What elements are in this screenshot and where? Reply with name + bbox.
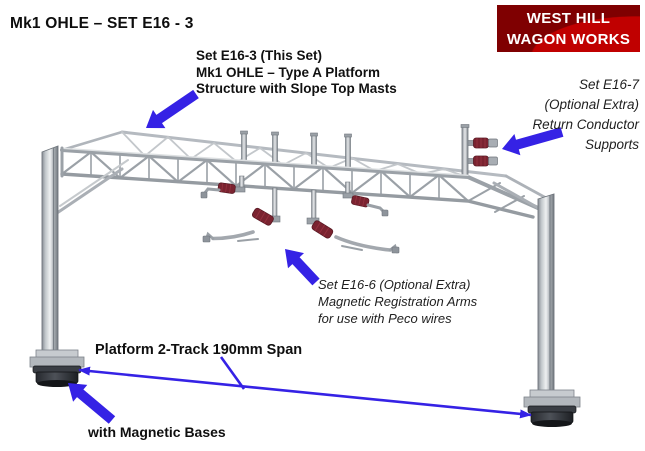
left-base	[29, 349, 85, 387]
brand-logo: WEST HILL WAGON WORKS	[497, 5, 640, 52]
callout-e16-6-line-3: for use with Peco wires	[318, 311, 452, 326]
annotation-arrows	[68, 89, 564, 424]
callout-e16-6-line-2: Magnetic Registration Arms	[318, 294, 478, 309]
right-magnetic-base	[527, 405, 577, 427]
registration-arm-lower-left	[202, 187, 281, 243]
callout-this-set-line-3: Structure with Slope Top Masts	[196, 81, 397, 96]
arrow-registration-arms	[285, 249, 320, 286]
page-title: Mk1 OHLE – SET E16 - 3	[10, 15, 194, 32]
callout-this-set-line-2: Mk1 OHLE – Type A Platform	[196, 64, 381, 80]
left-mast	[29, 145, 129, 387]
registration-arm-lower-right	[306, 189, 400, 254]
arrow-return-conductor	[502, 127, 564, 156]
arrow-magnetic-bases	[68, 383, 116, 424]
right-mast	[492, 181, 581, 427]
right-base	[523, 389, 581, 427]
gantry-structure	[29, 124, 581, 427]
return-conductor-insulator-upper	[467, 137, 498, 149]
return-conductor-supports	[460, 124, 498, 179]
front-truss	[60, 146, 540, 219]
callout-e16-7-line-1: Set E16-7	[578, 77, 639, 92]
callout-this-set: Set E16-3 (This Set) Mk1 OHLE – Type A P…	[196, 48, 397, 98]
span-label: Platform 2-Track 190mm Span	[95, 342, 303, 358]
callout-e16-7-line-3: Return Conductor	[532, 117, 639, 132]
callout-e16-6-line-1: Set E16-6 (Optional Extra)	[318, 277, 471, 292]
brand-line-2: WAGON WORKS	[506, 30, 631, 48]
span-dimension-arrow	[78, 366, 532, 419]
callout-e16-6: Set E16-6 (Optional Extra) Magnetic Regi…	[318, 276, 477, 327]
brand-line-1: WEST HILL	[526, 9, 611, 27]
callout-e16-7-line-4: Supports	[584, 137, 639, 152]
registration-arm-upper-left	[200, 175, 246, 199]
callout-this-set-line-1: Set E16-3 (This Set)	[196, 48, 323, 63]
callout-e16-7: Set E16-7 (Optional Extra) Return Conduc…	[532, 75, 639, 155]
span-leader-line	[219, 356, 246, 390]
arrow-this-set	[146, 89, 199, 129]
magnetic-bases-label: with Magnetic Bases	[88, 424, 226, 440]
callout-e16-7-line-2: (Optional Extra)	[544, 97, 639, 112]
left-magnetic-base	[32, 365, 82, 387]
registration-arm-upper-right	[342, 181, 389, 217]
return-conductor-insulator-lower	[467, 155, 498, 167]
